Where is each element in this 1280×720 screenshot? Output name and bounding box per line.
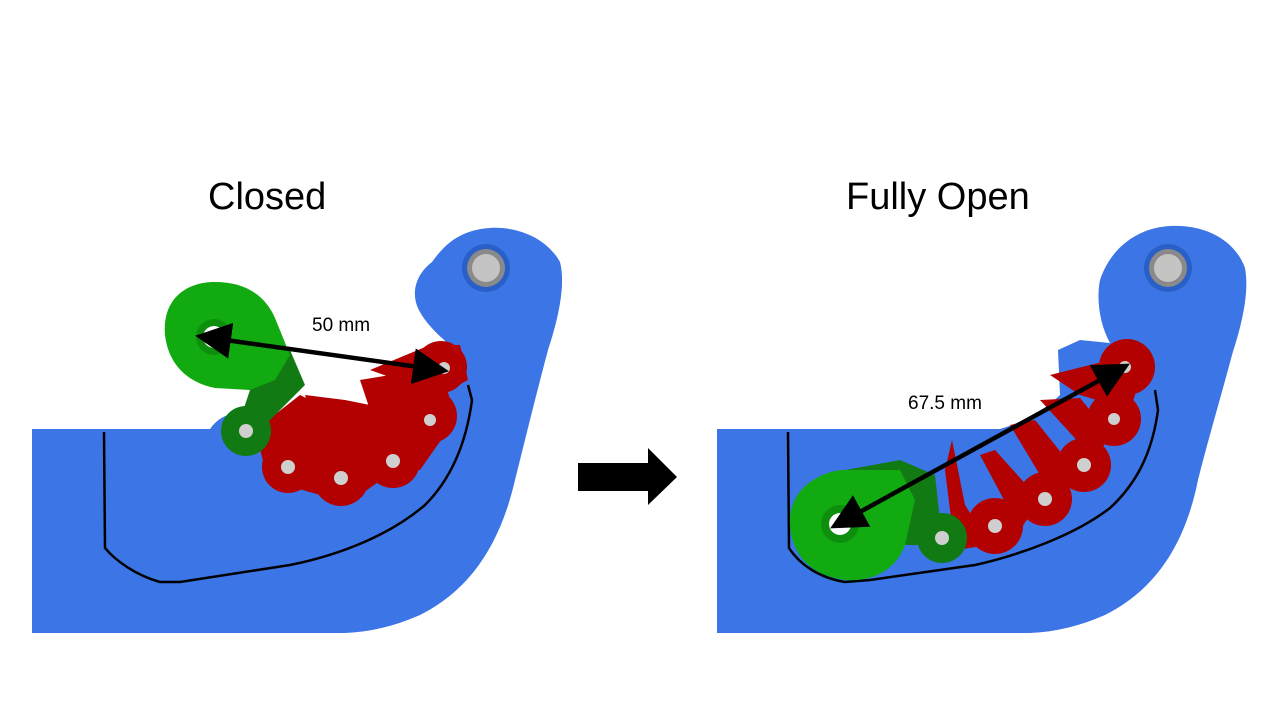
pivot-bolt-right bbox=[1144, 244, 1192, 292]
pivot-bolt-left bbox=[462, 244, 510, 292]
groove-line-left bbox=[102, 384, 474, 584]
transition-arrow bbox=[578, 448, 677, 505]
green-rocker-left bbox=[164, 282, 290, 390]
closed-assembly bbox=[32, 227, 563, 634]
dimension-arrow-right bbox=[830, 363, 1130, 529]
closed-title: Closed bbox=[208, 176, 327, 218]
closed-dimension-label: 50 mm bbox=[312, 315, 371, 336]
open-dimension-label: 67.5 mm bbox=[908, 393, 982, 414]
open-assembly bbox=[717, 225, 1247, 634]
fully-open-title: Fully Open bbox=[846, 176, 1030, 218]
dimension-arrow-left bbox=[195, 322, 449, 385]
groove-line-right bbox=[786, 389, 1160, 584]
